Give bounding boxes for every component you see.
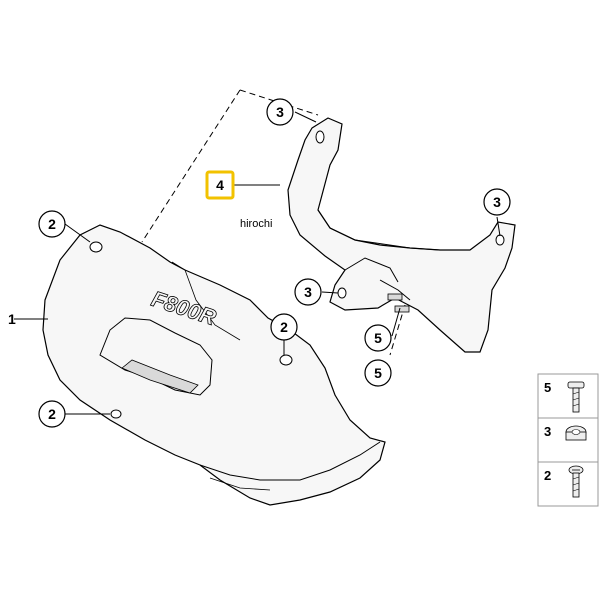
svg-text:5: 5 [544, 380, 551, 395]
callout-cowl-right-bolt: 2 [270, 313, 298, 341]
callout-cowl-top-bolt: 2 [38, 210, 66, 238]
callout-bracket-nut-a: 5 [364, 324, 392, 352]
cowl-part: F800R [42, 224, 386, 506]
svg-text:5: 5 [374, 365, 382, 381]
svg-text:3: 3 [493, 194, 501, 210]
leader-lines [14, 111, 501, 415]
legend-item-3: 3 [544, 424, 587, 441]
legend-item-5: 5 [544, 380, 585, 413]
svg-text:2: 2 [544, 468, 551, 483]
callout-bracket-nut-b: 5 [364, 359, 392, 387]
svg-text:3: 3 [276, 104, 284, 120]
callout-bracket-label: 4 [205, 170, 235, 200]
screw-icon [568, 465, 584, 498]
svg-text:5: 5 [374, 330, 382, 346]
legend-item-2: 2 [544, 465, 584, 498]
svg-text:3: 3 [544, 424, 551, 439]
callout-bracket-top-screw: 3 [266, 98, 294, 126]
part-number-1: 1 [8, 311, 16, 327]
callout-bracket-left-screw: 3 [294, 278, 322, 306]
hardware-legend: 5 3 2 [537, 373, 599, 507]
watermark: hirochi [240, 218, 272, 230]
svg-text:4: 4 [216, 177, 224, 193]
svg-text:2: 2 [280, 319, 288, 335]
bracket-part [287, 117, 516, 353]
callout-bracket-right-screw: 3 [483, 188, 511, 216]
svg-text:2: 2 [48, 216, 56, 232]
callout-cowl-lower-bolt: 2 [38, 400, 66, 428]
flange-bolt-icon [567, 381, 585, 413]
nut-icon [565, 425, 587, 441]
svg-text:2: 2 [48, 406, 56, 422]
svg-text:3: 3 [304, 284, 312, 300]
